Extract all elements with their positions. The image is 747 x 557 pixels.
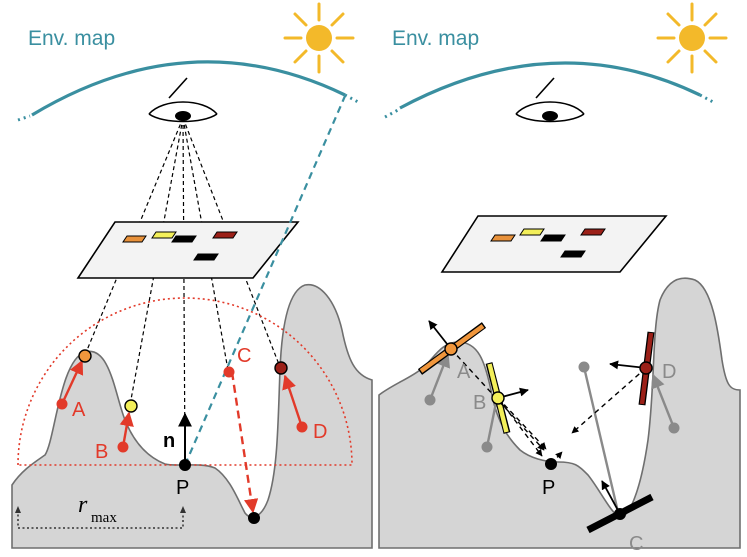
left-panel: Env. map bbox=[11, 2, 373, 549]
right-c-normal bbox=[601, 480, 621, 515]
right-eye-icon bbox=[515, 77, 585, 123]
left-d-source-dot bbox=[296, 421, 308, 433]
left-image-plane bbox=[76, 221, 300, 279]
left-rmax-bracket bbox=[17, 510, 184, 529]
right-sun-icon bbox=[656, 2, 728, 74]
left-label-c: C bbox=[237, 345, 251, 367]
right-label-d: D bbox=[662, 361, 676, 383]
right-b-point bbox=[491, 391, 505, 405]
left-rmax-arrow-right bbox=[180, 506, 186, 513]
left-a-source-dot bbox=[56, 398, 68, 410]
left-env-map-arc bbox=[31, 60, 346, 117]
left-sun-icon bbox=[283, 2, 355, 74]
right-label-b: B bbox=[473, 392, 486, 414]
right-d-gray-arrow bbox=[651, 373, 676, 429]
right-terrain bbox=[378, 277, 741, 549]
right-d-point bbox=[639, 361, 653, 375]
left-label-a: A bbox=[72, 399, 86, 421]
right-c-point bbox=[614, 508, 626, 520]
left-env-map-arc-dots-right bbox=[344, 93, 361, 105]
left-b-source-dot bbox=[117, 441, 129, 453]
left-label-p: P bbox=[176, 477, 189, 499]
left-c-dashed-arrow bbox=[230, 371, 259, 514]
right-a-gray-dot bbox=[424, 394, 436, 406]
right-a-gray-arrow bbox=[428, 352, 450, 401]
left-b-point bbox=[124, 399, 138, 413]
left-d-point bbox=[274, 361, 288, 375]
left-terrain bbox=[11, 283, 373, 549]
right-d-gray-dot bbox=[668, 422, 680, 434]
left-c-dot bbox=[223, 366, 235, 378]
left-label-b: B bbox=[95, 441, 108, 463]
left-a-point bbox=[78, 349, 92, 363]
right-b-gray-line bbox=[485, 397, 499, 448]
right-image-pixels bbox=[490, 228, 606, 258]
right-p-point bbox=[545, 458, 557, 470]
right-env-map-arc-dots-left bbox=[384, 108, 399, 119]
left-b-arrow bbox=[119, 411, 134, 448]
left-image-pixels bbox=[122, 231, 238, 261]
right-c-gray-line bbox=[582, 366, 620, 513]
right-label-a: A bbox=[457, 361, 471, 383]
right-a-point bbox=[444, 342, 458, 356]
left-valley-point bbox=[248, 512, 260, 524]
left-a-arrow bbox=[60, 359, 84, 405]
right-env-map-arc bbox=[399, 61, 701, 110]
right-label-c: C bbox=[629, 533, 643, 555]
left-rmax-subscript: max bbox=[91, 510, 117, 526]
left-p-point bbox=[179, 459, 191, 471]
right-label-p: P bbox=[542, 477, 555, 499]
right-env-map-arc-dots-right bbox=[699, 93, 716, 105]
left-rmax-arrow-left bbox=[15, 506, 21, 513]
left-eye-icon bbox=[148, 77, 218, 123]
right-image-plane bbox=[440, 215, 668, 273]
left-env-map-arc-dots-left bbox=[17, 114, 31, 122]
left-label-d: D bbox=[313, 421, 327, 443]
left-normal-label: n bbox=[163, 430, 175, 452]
right-c-gray-dot bbox=[578, 361, 590, 373]
right-b-gray-dot bbox=[481, 441, 493, 453]
right-panel: Env. map bbox=[378, 2, 741, 555]
right-env-map-label: Env. map bbox=[392, 27, 479, 50]
left-env-map-label: Env. map bbox=[28, 27, 115, 50]
left-rmax-label: r bbox=[78, 492, 88, 518]
left-d-arrow bbox=[282, 374, 304, 428]
